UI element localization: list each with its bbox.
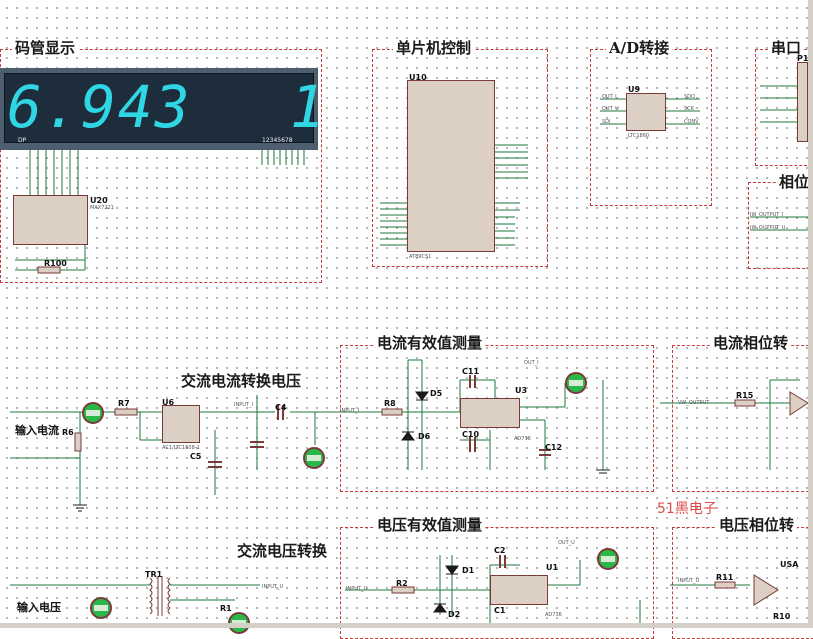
u1-part: AD736: [545, 612, 562, 618]
u1-label: U1: [546, 563, 559, 572]
current-meter-output[interactable]: [303, 447, 325, 469]
net-conv-adc: CONV: [684, 119, 699, 125]
voltage-meter-input[interactable]: [90, 597, 112, 619]
net-sck-adc: SCK: [684, 106, 694, 112]
r6-label: R6: [62, 428, 74, 437]
net-out-u-adc: OUT_U: [602, 106, 619, 112]
section-title-voltage-phase: 电压相位转: [716, 516, 798, 534]
horizontal-scrollbar[interactable]: [0, 623, 813, 628]
d6-label: D6: [418, 432, 431, 441]
net-input-i-2: INPUT_I: [234, 402, 253, 408]
c1-label: C1: [494, 606, 506, 615]
net-iw-output-i: IW_OUTPUT_I: [750, 212, 784, 218]
section-title-adc: A/D转接: [606, 39, 673, 57]
r100-label: R100: [44, 259, 67, 268]
net-input-i-1: INPUT_I: [340, 408, 359, 414]
section-title-ac-current-to-voltage: 交流电流转换电压: [178, 372, 305, 390]
d5-label: D5: [430, 389, 443, 398]
r2-label: R2: [396, 579, 408, 588]
net-iw-output-u: IW_OUTPUT_U: [750, 225, 786, 231]
r10-label: R10: [773, 612, 791, 621]
u9-label: U9: [628, 85, 641, 94]
u20-part: MAX7221: [90, 205, 114, 211]
frame-current-phase: [672, 345, 813, 492]
r7-label: R7: [118, 399, 130, 408]
ltc1860-chip[interactable]: [626, 93, 666, 131]
net-out-i: OUT_I: [524, 360, 539, 366]
display-last-digit: 1: [290, 73, 325, 141]
section-title-digital-tube: 码管显示: [12, 39, 79, 57]
p1-label: P1: [797, 54, 809, 63]
u3-label: U3: [515, 386, 528, 395]
net-out-u: OUT_U: [558, 540, 575, 546]
vertical-scrollbar[interactable]: [808, 0, 813, 628]
seven-segment-display[interactable]: 6.943 1: [0, 68, 325, 150]
net-sdi-adc: SDI: [602, 119, 611, 125]
section-title-mcu-control: 单片机控制: [393, 39, 475, 57]
ad736-voltage-chip[interactable]: [490, 575, 548, 605]
r8-label: R8: [384, 399, 396, 408]
display-pin-label: 12345678: [262, 137, 293, 144]
section-title-current-phase: 电流相位转: [710, 334, 792, 352]
frame-digital-tube: [0, 49, 322, 283]
net-vw-output: VW_OUTPUT: [678, 400, 710, 406]
serial-connector[interactable]: [797, 62, 808, 142]
display-screen: 6.943 1: [4, 73, 325, 143]
section-title-ac-voltage-convert: 交流电压转换: [234, 542, 331, 560]
u3-part: AD736: [514, 436, 531, 442]
u10-part: AT89C51: [409, 254, 432, 260]
c11-label: C11: [462, 367, 480, 376]
d1-label: D1: [462, 566, 475, 575]
u6-label: U6: [162, 398, 175, 407]
net-input-u-3: INPUT_U: [678, 578, 700, 584]
display-dp-label: DP: [18, 137, 27, 144]
u6-part: AC1/LTC1608-1: [162, 445, 200, 451]
at89c51-chip[interactable]: [407, 80, 495, 252]
input-voltage-label: 输入电压: [17, 601, 61, 614]
r15-label: R15: [736, 391, 754, 400]
c12-label: C12: [545, 443, 563, 452]
c5-label: C5: [190, 452, 202, 461]
section-title-current-rms: 电流有效值测量: [374, 334, 486, 352]
net-out-i-adc: OUT_I: [602, 94, 617, 100]
u6-chip[interactable]: [162, 405, 200, 443]
u9-part: LTC1860: [628, 133, 650, 139]
input-current-label: 输入电流: [15, 424, 59, 437]
voltage-rms-meter[interactable]: [597, 548, 619, 570]
frame-current-rms: [340, 345, 654, 492]
net-sdo-adc: SDO: [684, 94, 695, 100]
r1-label: R1: [220, 604, 232, 613]
tr1-label: TR1: [145, 570, 163, 579]
c10-label: C10: [462, 430, 480, 439]
current-rms-meter[interactable]: [565, 372, 587, 394]
section-title-phase-top: 相位: [776, 173, 813, 191]
current-meter-input[interactable]: [82, 402, 104, 424]
c4-label: C4: [275, 403, 287, 412]
net-input-u-1: INPUT_U: [262, 584, 284, 590]
display-digits: 6.943: [7, 73, 192, 141]
u20-label: U20: [90, 196, 108, 205]
u10-label: U10: [409, 73, 427, 82]
max7221-chip[interactable]: [13, 195, 88, 245]
d2-label: D2: [448, 610, 461, 619]
net-input-u-2: INPUT_U: [346, 586, 368, 592]
r11-label: R11: [716, 573, 734, 582]
usa-label: USA: [780, 560, 799, 569]
section-title-voltage-rms: 电压有效值测量: [374, 516, 486, 534]
watermark: 51黑电子: [657, 501, 717, 517]
section-title-serial: 串口: [768, 39, 805, 57]
c2-label: C2: [494, 546, 506, 555]
ad736-current-chip[interactable]: [460, 398, 520, 428]
